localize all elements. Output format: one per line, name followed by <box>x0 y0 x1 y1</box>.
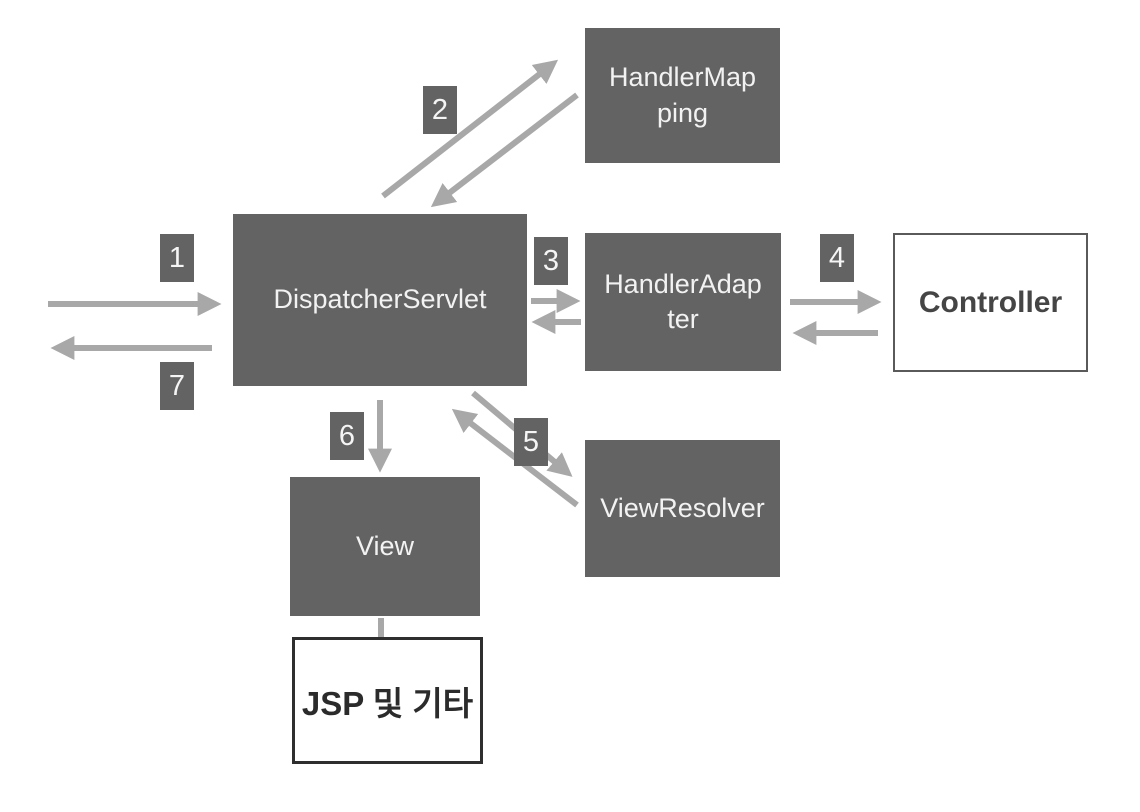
node-view: View <box>290 477 480 616</box>
node-handler-mapping: HandlerMap ping <box>585 28 780 163</box>
node-handler-mapping-label: HandlerMap ping <box>608 62 757 128</box>
step-badge-7: 7 <box>160 362 194 410</box>
node-handler-adapter: HandlerAdap ter <box>585 233 781 371</box>
node-handler-adapter-label: HandlerAdap ter <box>604 268 762 334</box>
node-controller: Controller <box>893 233 1088 372</box>
arrow-step2-from-handlermapping <box>430 92 579 208</box>
step-badge-4: 4 <box>820 234 854 282</box>
node-controller-label: Controller <box>918 285 1063 319</box>
node-dispatcher-servlet-label: DispatcherServlet <box>273 284 487 315</box>
step-badge-3: 3 <box>534 237 568 285</box>
node-jsp-and-others-label: JSP 및 기타 <box>301 684 474 722</box>
step-badge-1: 1 <box>160 234 194 282</box>
step-badge-6: 6 <box>330 412 364 460</box>
arrow-step2-to-handlermapping <box>381 59 559 199</box>
node-dispatcher-servlet: DispatcherServlet <box>233 214 527 386</box>
node-view-resolver-label: ViewResolver <box>600 492 765 523</box>
node-view-label: View <box>355 530 415 561</box>
node-jsp-and-others: JSP 및 기타 <box>292 637 483 764</box>
step-badge-5: 5 <box>514 418 548 466</box>
step-badge-2: 2 <box>423 86 457 134</box>
node-view-resolver: ViewResolver <box>585 440 780 577</box>
